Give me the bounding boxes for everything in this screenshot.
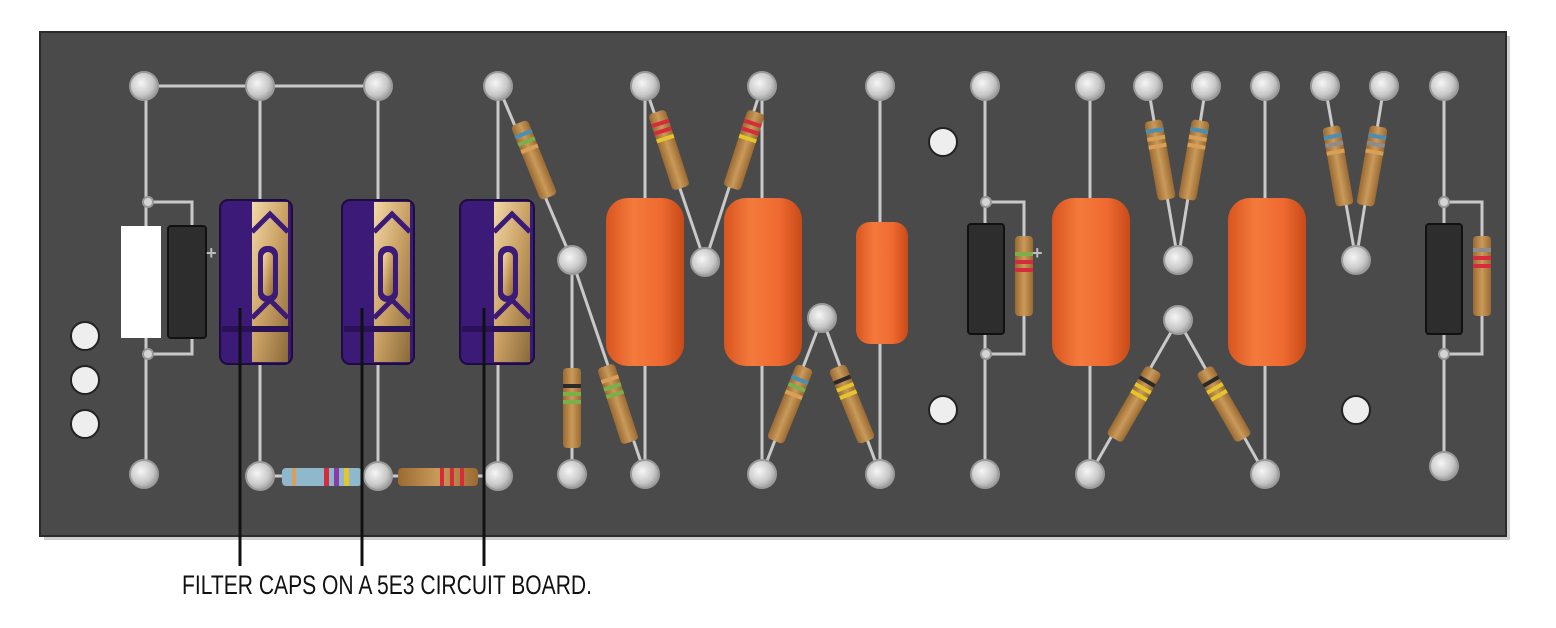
resistor-4 bbox=[649, 110, 689, 190]
white-terminal-block bbox=[121, 226, 161, 338]
film-cap-2 bbox=[724, 198, 802, 366]
resistor-17 bbox=[1473, 236, 1491, 316]
resistor-16 bbox=[1356, 125, 1388, 207]
resistor-bottom-2 bbox=[398, 468, 478, 486]
black-capacitor-3 bbox=[1425, 223, 1463, 335]
resistor-15 bbox=[1322, 125, 1354, 207]
resistor-10 bbox=[1015, 236, 1033, 316]
filter-cap-2 bbox=[341, 199, 415, 365]
film-cap-3 bbox=[856, 222, 908, 344]
resistor-14 bbox=[1197, 366, 1251, 442]
filter-cap-3 bbox=[459, 199, 535, 365]
resistor-8 bbox=[767, 364, 813, 444]
mounting-holes bbox=[70, 127, 1371, 439]
film-cap-4 bbox=[1052, 198, 1130, 366]
resistors bbox=[282, 110, 1491, 486]
resistor-6 bbox=[563, 368, 581, 448]
eyelets bbox=[129, 71, 1459, 491]
resistor-13 bbox=[1107, 366, 1161, 442]
resistor-11 bbox=[1144, 119, 1176, 201]
filter-capacitors bbox=[219, 199, 535, 365]
resistor-7 bbox=[598, 364, 638, 444]
resistor-3 bbox=[511, 120, 557, 200]
filter-cap-1 bbox=[219, 199, 293, 365]
film-cap-5 bbox=[1228, 198, 1306, 366]
film-capacitors bbox=[606, 198, 1306, 366]
callout-lines bbox=[238, 308, 486, 566]
resistor-9 bbox=[829, 364, 875, 444]
resistor-5 bbox=[724, 110, 764, 190]
film-cap-1 bbox=[606, 198, 684, 366]
figure-caption: FILTER CAPS ON A 5E3 CIRCUIT BOARD. bbox=[182, 570, 592, 600]
resistor-bottom-1 bbox=[282, 468, 362, 486]
polarity-mark-2: + bbox=[1032, 243, 1043, 263]
black-capacitor-1 bbox=[167, 225, 207, 339]
polarity-mark-1: + bbox=[206, 243, 217, 263]
resistor-12 bbox=[1178, 119, 1210, 201]
black-capacitor-2 bbox=[967, 223, 1005, 335]
black-capacitors bbox=[167, 223, 1463, 339]
